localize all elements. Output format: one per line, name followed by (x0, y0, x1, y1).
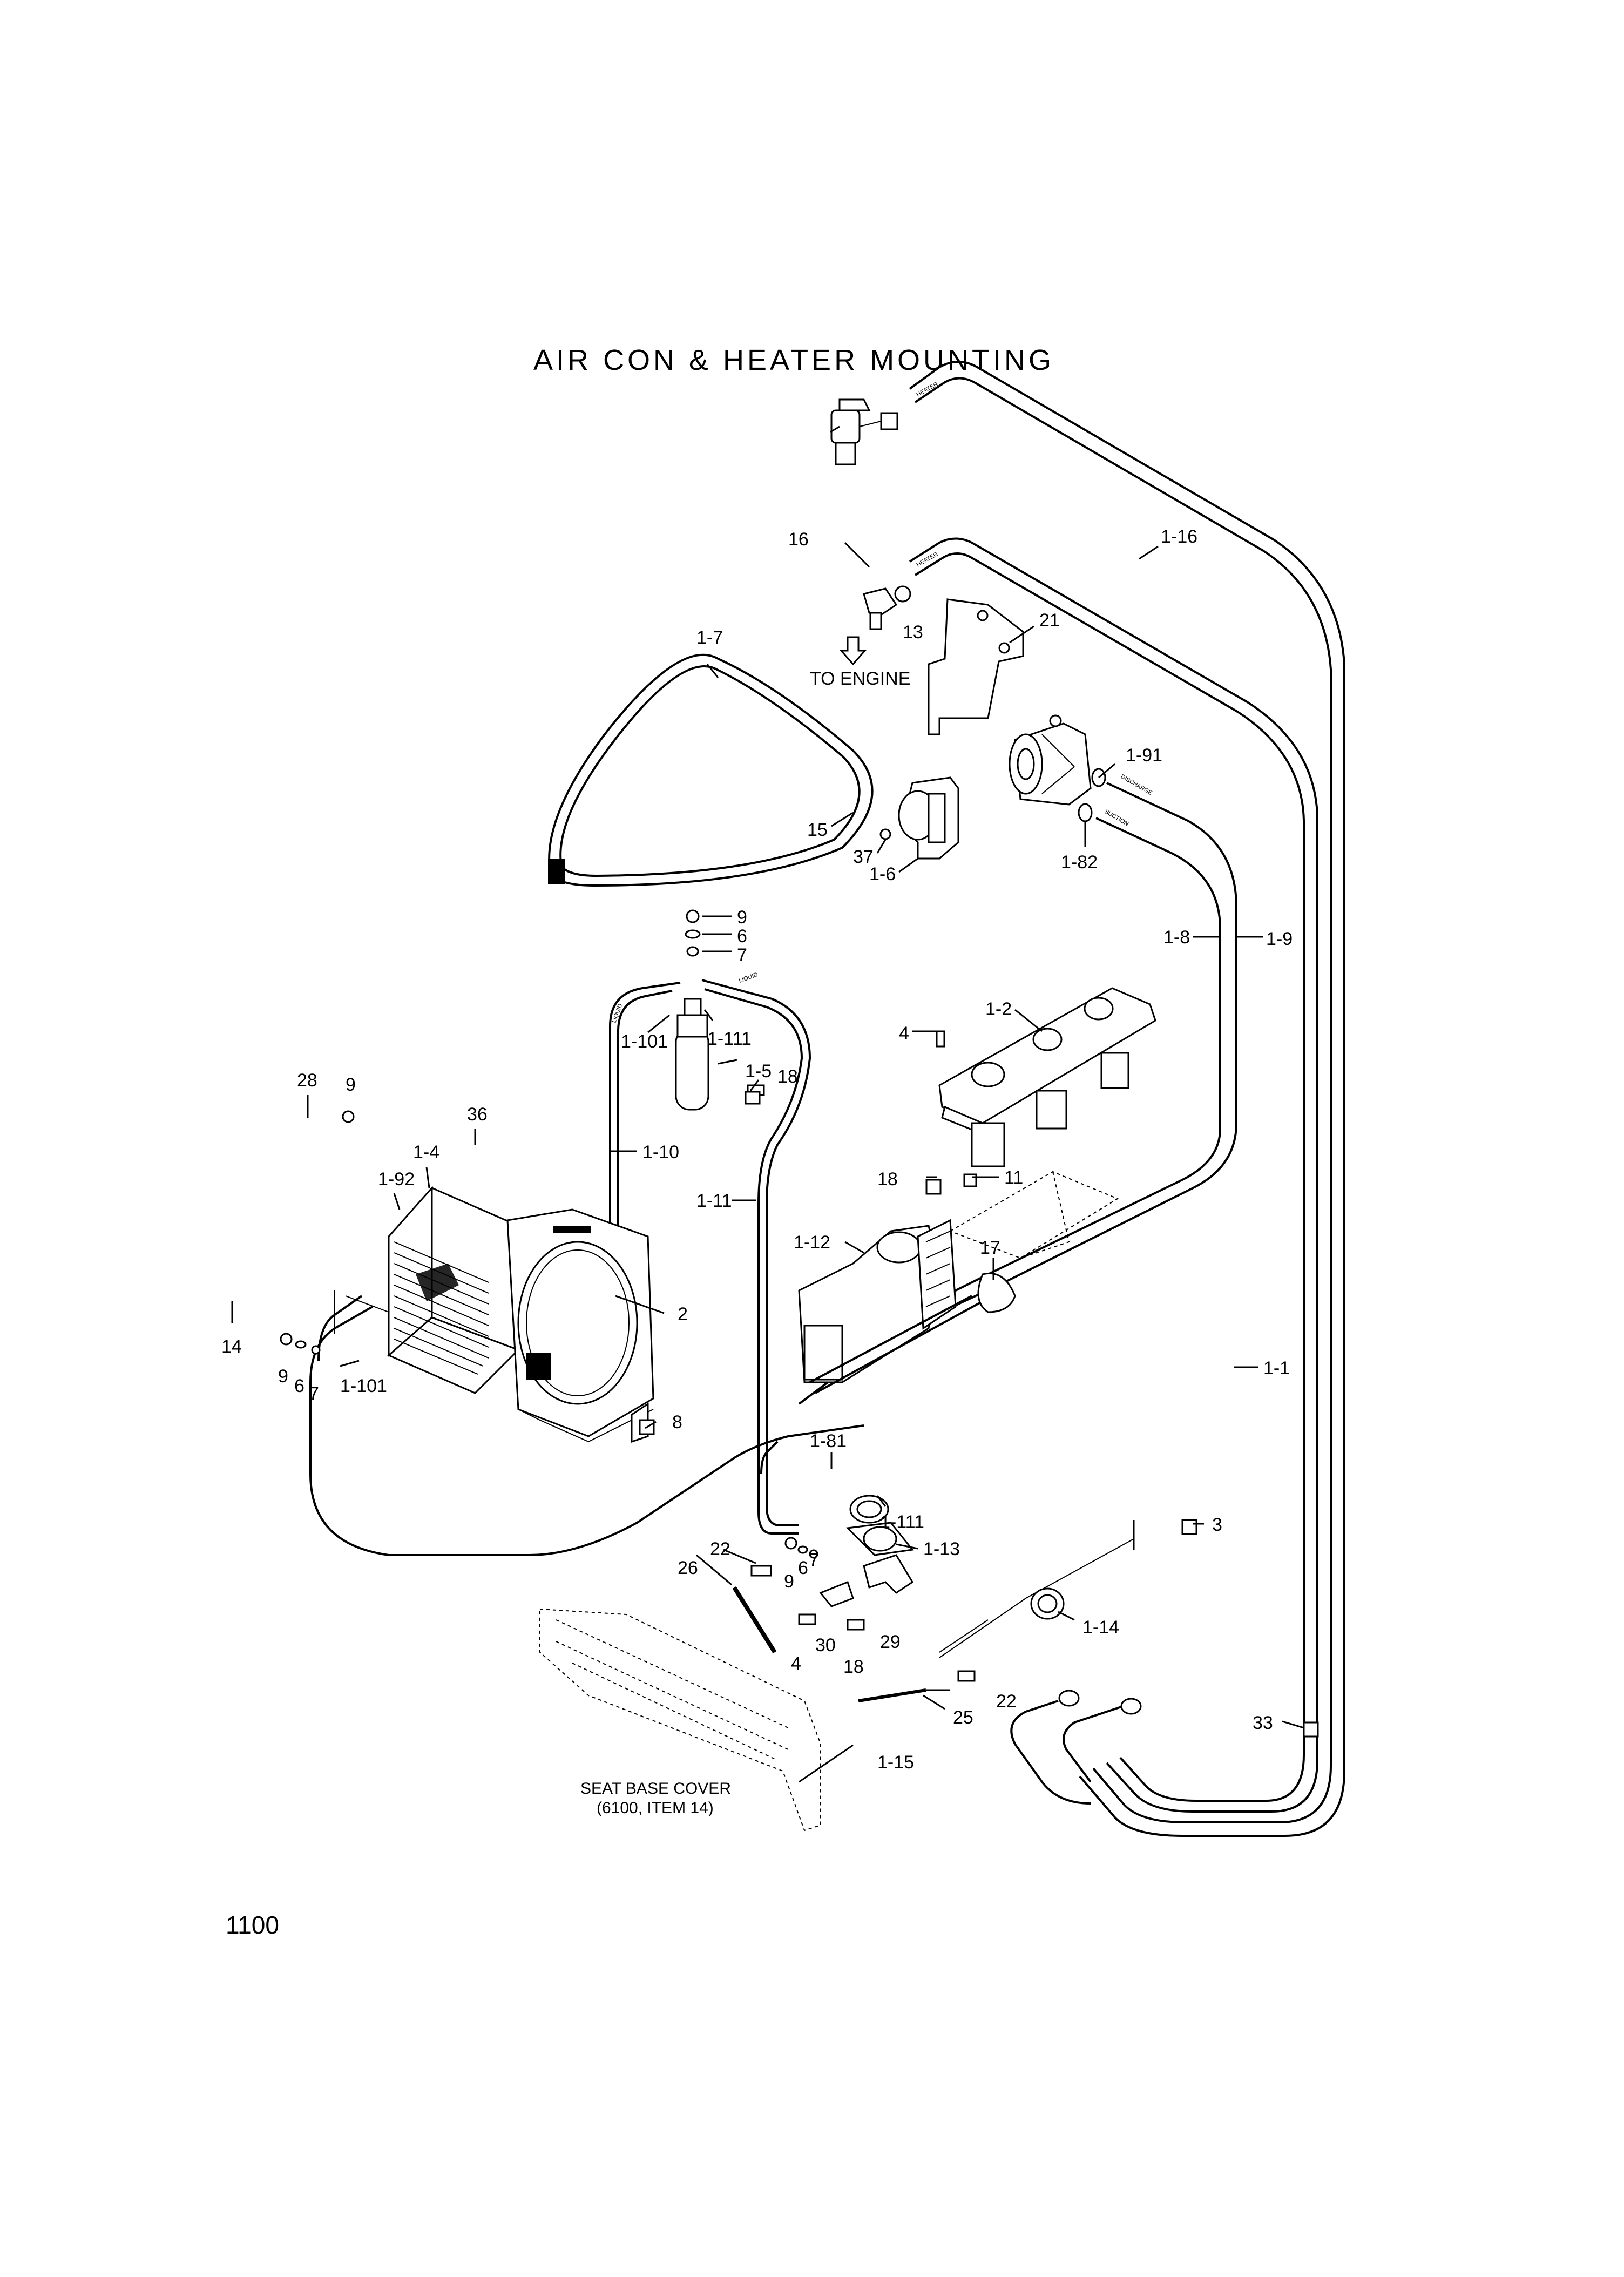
callout-30: 30 (815, 1635, 836, 1656)
callout-1-111-duct: 1-111 (880, 1512, 924, 1532)
callout-7-condenser: 7 (309, 1383, 319, 1404)
callout-1-81: 1-81 (810, 1431, 847, 1451)
callout-18-heater: 18 (877, 1169, 898, 1190)
callout-1-92: 1-92 (378, 1169, 415, 1190)
callout-6-duct: 6 (798, 1558, 808, 1578)
fasteners (280, 1091, 1319, 1738)
callout-33: 33 (1253, 1713, 1273, 1733)
condenser-1-4 (334, 1186, 520, 1394)
hose-label-heater-2: HEATER (916, 551, 939, 568)
rod-26 (732, 1586, 777, 1654)
callout-28: 28 (297, 1070, 317, 1091)
callout-25: 25 (953, 1707, 973, 1728)
hose-label-discharge: DISCHARGE (1120, 773, 1154, 796)
heater-valve (830, 398, 898, 465)
callout-1-15: 1-15 (877, 1752, 914, 1773)
callout-22-rod: 22 (996, 1691, 1017, 1712)
duct-ring-1-14 (1030, 1587, 1065, 1620)
callout-1-91: 1-91 (1126, 745, 1162, 766)
diagram-title: AIR CON & HEATER MOUNTING (533, 344, 1055, 376)
callout-1-10: 1-10 (642, 1142, 679, 1163)
callout-9-shroud: 9 (346, 1075, 356, 1095)
callout-1-111-receiver: 1-111 (707, 1029, 752, 1049)
duct-1-13 (845, 1495, 914, 1556)
hose-label-suction: SUCTION (1104, 808, 1130, 827)
callout-4-duct: 4 (791, 1653, 801, 1674)
callout-15: 15 (807, 820, 828, 840)
callout-9-receiver: 9 (737, 907, 747, 928)
callout-37: 37 (853, 847, 874, 867)
callout-17: 17 (980, 1238, 1000, 1258)
callout-18-receiver: 18 (777, 1066, 798, 1087)
callout-1-12: 1-12 (794, 1232, 830, 1253)
callout-1-82: 1-82 (1061, 852, 1098, 873)
callout-1-13: 1-13 (923, 1539, 960, 1559)
callout-1-1: 1-1 (1263, 1358, 1290, 1379)
to-engine-arrow (839, 636, 867, 666)
callout-8: 8 (672, 1412, 682, 1433)
control-panel-1-2 (936, 987, 1156, 1167)
callout-1-7: 1-7 (696, 627, 723, 648)
callout-9-duct: 9 (784, 1571, 794, 1592)
heater-hose-1-1 (939, 864, 1318, 1805)
bracket-21 (928, 598, 1024, 735)
leader-lines (231, 425, 1304, 1783)
callout-1-5: 1-5 (745, 1061, 772, 1082)
callout-6-condenser: 6 (294, 1376, 304, 1396)
heater-unit-1-12 (798, 1171, 1119, 1394)
callout-2: 2 (678, 1304, 688, 1325)
clamp-29 (863, 1554, 914, 1594)
to-engine-label: TO ENGINE (810, 668, 910, 689)
seat-base-cover (539, 1608, 821, 1832)
callout-1-101-receiver: 1-101 (621, 1031, 668, 1052)
tensioner-1-6 (879, 776, 959, 860)
callout-1-11: 1-11 (696, 1191, 732, 1211)
receiver-dryer-1-5 (675, 909, 765, 1111)
heater-hose-1-16 (909, 361, 1345, 1837)
callout-11: 11 (1004, 1167, 1023, 1188)
callout-1-14: 1-14 (1082, 1617, 1119, 1638)
page-number: 1100 (226, 1911, 279, 1939)
callout-36: 36 (467, 1104, 488, 1125)
callout-4-panel: 4 (899, 1023, 909, 1044)
belt-1-7 (548, 653, 874, 887)
rod-25 (858, 1688, 926, 1702)
callout-22-duct: 22 (710, 1539, 730, 1559)
compressor (1009, 714, 1106, 822)
clamp-30 (819, 1581, 854, 1607)
hose-label-liquid-2: LIQUID (738, 971, 759, 984)
heater-elbow (863, 585, 911, 630)
callout-1-4: 1-4 (413, 1142, 439, 1163)
callout-7-receiver: 7 (737, 945, 747, 965)
callout-21: 21 (1039, 610, 1060, 631)
callout-1-8: 1-8 (1163, 927, 1190, 948)
callout-18-duct: 18 (843, 1657, 864, 1677)
callout-1-101-condenser: 1-101 (340, 1376, 387, 1396)
callout-1-2: 1-2 (985, 999, 1012, 1019)
callout-1-6: 1-6 (869, 864, 896, 884)
callout-7-duct: 7 (809, 1550, 819, 1570)
fan-shroud-2 (506, 1208, 654, 1443)
callout-14: 14 (221, 1336, 242, 1357)
hose-clip-17 (977, 1272, 1016, 1313)
callout-1-16: 1-16 (1161, 526, 1197, 547)
callout-29: 29 (880, 1632, 901, 1652)
seat-base-cover-label-1: SEAT BASE COVER (580, 1780, 731, 1798)
callout-13: 13 (903, 622, 923, 643)
callout-26: 26 (678, 1558, 698, 1578)
callout-labels: 16 1-16 13 21 1-7 TO ENGINE 1-91 15 37 1… (221, 526, 1293, 1817)
callout-16: 16 (788, 529, 809, 550)
callout-3: 3 (1212, 1515, 1222, 1535)
callout-6-receiver: 6 (737, 926, 747, 947)
seat-base-cover-label-2: (6100, ITEM 14) (597, 1799, 714, 1817)
callout-1-9: 1-9 (1266, 929, 1293, 949)
callout-9-condenser: 9 (278, 1366, 288, 1387)
